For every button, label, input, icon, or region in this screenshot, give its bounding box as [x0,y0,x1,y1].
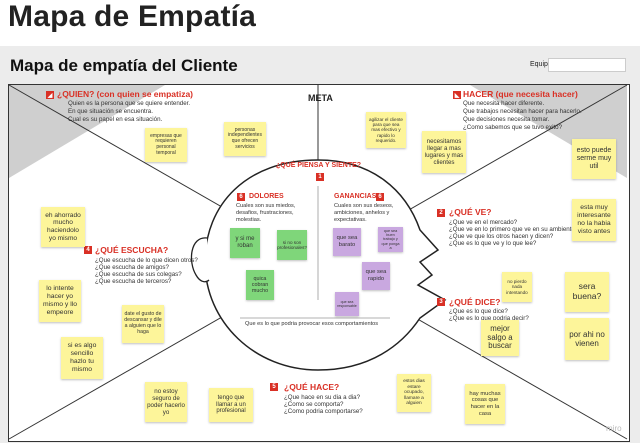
sticky-note[interactable]: si no son profesionales? [277,230,307,260]
sticky-note[interactable]: empresas que requieren personal temporal [145,128,187,162]
dice-badge: 3 [437,298,445,306]
sticky-note[interactable]: por ahi no vienen [565,318,609,360]
sticky-note[interactable]: que sea rapido [362,262,390,290]
hacer-top-title: HACER (que necesita hacer) [463,89,578,99]
escucha-line-1: ¿Que escucha de lo que dicen otros? [95,257,198,264]
escucha-line-3: ¿Que escucha de sus colegas? [95,271,182,278]
quien-line-2: En que situación se encuentra. [68,108,153,115]
quien-marker: ◢ [46,91,54,99]
sticky-note[interactable]: que sea responsable [335,292,359,316]
hacer-top-line-1: Que necesita hacer diferente. [463,100,545,107]
dolores-line-2: desafios, frustraciones, [236,210,294,216]
sticky-note[interactable]: agilizar el cliente para que sea mas efe… [366,112,406,148]
sticky-note[interactable]: mejor salgo a buscar [481,320,519,356]
sticky-note[interactable]: tengo que llamar a un profesional [209,388,253,422]
ve-line-3: ¿Que ve que los otros hacen y dicen? [449,233,554,240]
escucha-badge: 4 [84,246,92,254]
page-title: Mapa de Empatía [8,0,257,33]
comportamientos-label: Que es lo que podria provocar esos compo… [245,321,379,327]
dolores-line-3: molestias. [236,217,262,223]
sticky-note[interactable]: no estoy seguro de poder hacerlo yo [145,382,187,422]
escucha-title: ¿QUÉ ESCUCHA? [95,245,169,255]
hacer-top-line-2: Que trabajos necesitan hacer para hacerl… [463,108,582,115]
ear-outline [190,237,210,283]
sticky-note[interactable]: que sea barato [333,228,361,256]
sticky-note[interactable]: esto puede serme muy util [572,139,616,179]
hace-line-3: ¿Como podria comportarse? [284,408,363,415]
sticky-note[interactable]: y si me roban [230,228,260,258]
ganancias-line-1: Cuales son sus deseos, [334,203,394,209]
ganancias-line-2: ambiciones, anhelos y [334,210,390,216]
dolores-badge: 6 [237,193,245,201]
sticky-note[interactable]: quica cobran mucho [246,270,274,300]
ve-line-2: ¿Que ve en lo primero que ve en su ambie… [449,226,579,233]
quien-line-1: Quien es la persona que se quiere entend… [68,100,191,107]
ganancias-line-3: expectativas. [334,217,367,223]
quien-title: ¿QUIEN? (con quien se empatiza) [57,89,194,99]
hacer-top-line-4: ¿Como sabemos que se tuvo exito? [463,124,563,131]
dice-title: ¿QUÉ DICE? [449,297,501,307]
sticky-note[interactable]: date el gusto de descansar y dile a algu… [122,305,164,343]
escucha-line-4: ¿Que escucha de terceros? [95,278,172,285]
meta-label: META [308,93,333,103]
dolores-line-1: Cuales son sus miedos, [236,203,296,209]
hacer-marker: ◣ [453,91,461,99]
board-subtitle: Mapa de empatía del Cliente [10,56,238,75]
dice-line-2: ¿Que es lo que podria decir? [449,315,529,322]
ve-line-4: ¿Que es lo que ve y lo que lee? [449,240,537,247]
sticky-note[interactable]: necesitamos llegar a mas lugares y mas c… [422,131,466,173]
sticky-note[interactable]: hay muchas cosas que hacer en la casa [465,384,505,424]
sticky-note[interactable]: estos dias estare ocupado, llamare a alg… [397,374,431,412]
sticky-note[interactable]: no pierdo nada intentando [502,272,532,302]
ganancias-badge: 6 [376,193,384,201]
quien-line-3: Cual es su papel en esa situación. [68,116,163,123]
sticky-note[interactable]: que sea buen trabajo y que ponga a [378,227,403,252]
dolores-title: DOLORES [249,193,284,200]
ganancias-title: GANANCIAS [334,193,377,200]
hace-title: ¿QUÉ HACE? [284,382,340,392]
miro-watermark: miro [606,424,622,433]
escucha-line-2: ¿Que escucha de amigos? [95,264,169,271]
sticky-note[interactable]: sera buena? [565,272,609,312]
hacer-top-line-3: Que decisiones necesita tomar. [463,116,550,123]
sticky-note[interactable]: eh ahorrado mucho haciendolo yo mismo [41,207,85,247]
dice-line-1: ¿Que es lo que dice? [449,308,508,315]
sticky-note[interactable]: esta muy interesante no la habia visto a… [572,199,616,241]
hace-line-2: ¿Como se comporta? [284,401,344,408]
equipo-label: Equipo [530,61,552,68]
hace-badge: 5 [270,383,278,391]
equipo-input[interactable] [548,58,626,72]
ve-badge: 2 [437,209,445,217]
ve-title: ¿QUÉ VE? [449,207,492,217]
piensa-badge: 1 [316,173,324,181]
ve-line-1: ¿Que ve en el mercado? [449,219,518,226]
sticky-note[interactable]: si es algo sencillo hazlo tu mismo [61,337,103,379]
piensa-title: ¿QUÉ PIENSA Y SIENTE? [276,162,362,169]
sticky-note[interactable]: lo intente hacer yo mismo y llo empeore [39,280,81,322]
head-outline [204,159,447,371]
sticky-note[interactable]: personas independientes que ofrecen serv… [224,122,266,156]
hace-line-1: ¿Que hace en su dia a dia? [284,394,361,401]
top-left-triangle [9,85,165,178]
